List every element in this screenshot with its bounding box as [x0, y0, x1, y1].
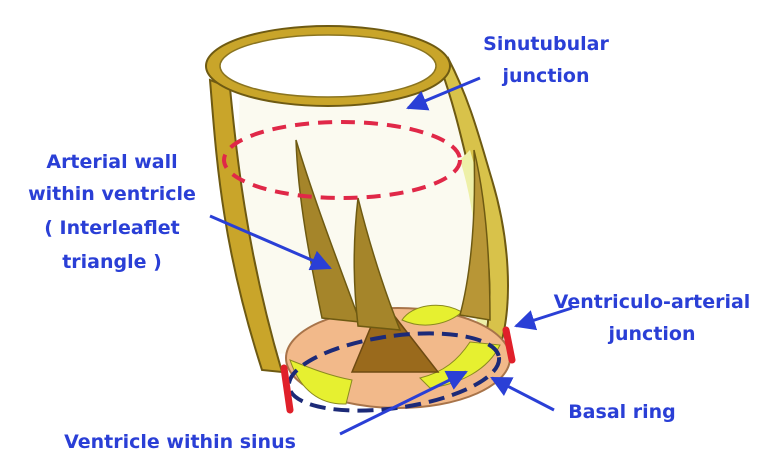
- label-arterial-wall-line4: triangle ): [62, 251, 162, 273]
- label-ventriculo-arterial-line1: Ventriculo-arterial: [554, 291, 751, 313]
- tube-top-opening: [220, 35, 436, 97]
- label-sinutubular-line1: Sinutubular: [483, 33, 609, 55]
- label-sinutubular-line2: junction: [501, 65, 589, 87]
- arrow-basal-ring: [492, 378, 554, 410]
- label-arterial-wall-line2: within ventricle: [28, 183, 196, 205]
- label-arterial-wall: Arterial wall within ventricle ( Interle…: [28, 151, 196, 273]
- label-arterial-wall-line3: ( Interleaflet: [44, 217, 180, 239]
- label-ventricle-sinus: Ventricle within sinus: [64, 431, 296, 453]
- label-ventriculo-arterial-line2: junction: [607, 323, 695, 345]
- junction-marker-left: [284, 368, 290, 410]
- label-sinutubular: Sinutubular junction: [483, 33, 609, 87]
- label-basal-ring: Basal ring: [568, 401, 676, 423]
- label-ventriculo-arterial: Ventriculo-arterial junction: [554, 291, 751, 345]
- label-arterial-wall-line1: Arterial wall: [46, 151, 177, 173]
